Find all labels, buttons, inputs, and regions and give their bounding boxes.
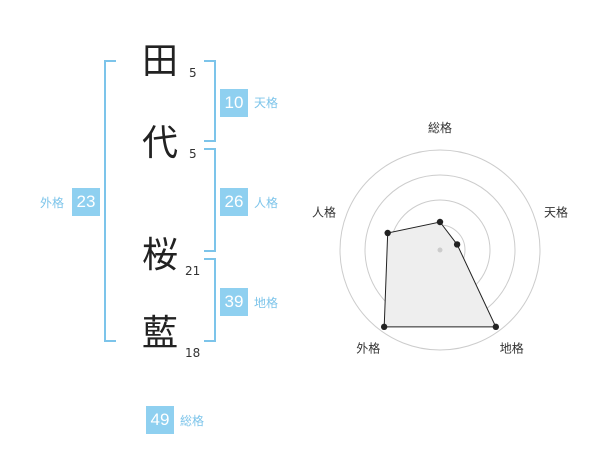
radar-axis-label-1: 天格 (544, 204, 568, 219)
radar-axis-label-3: 外格 (356, 341, 380, 356)
radar-point-0 (436, 218, 444, 226)
jinkaku-bracket (204, 148, 216, 252)
radar-axis-label-4: 人格 (312, 204, 336, 219)
kanji-4: 藍 (142, 313, 179, 354)
gaikaku-badge: 23 (72, 188, 100, 216)
soukaku-badge: 49 (146, 406, 174, 434)
soukaku-label: 総格 (180, 414, 205, 428)
stroke-count-1: 5 (189, 66, 197, 80)
chikaku-bracket (204, 258, 216, 342)
stroke-count-3: 21 (185, 264, 201, 278)
radar-polygon (383, 221, 497, 328)
jinkaku-badge: 26 (220, 188, 248, 216)
stroke-count-2: 5 (189, 147, 197, 161)
kanji-3: 桜 (142, 235, 179, 276)
kanji-1: 田 (142, 41, 179, 82)
radar-ring-4 (339, 149, 541, 351)
tenkaku-badge: 10 (220, 89, 248, 117)
gaikaku-bracket (104, 60, 116, 342)
chikaku-label: 地格 (254, 296, 279, 310)
kanji-2: 代 (142, 123, 179, 164)
tenkaku-bracket (204, 60, 216, 142)
gaikaku-label: 外格 (40, 196, 65, 210)
radar-axis-label-2: 地格 (500, 341, 524, 356)
chikaku-badge: 39 (220, 288, 248, 316)
stroke-count-4: 18 (185, 346, 201, 360)
radar-point-1 (453, 241, 461, 248)
radar-point-4 (384, 229, 391, 237)
radar-center-dot (437, 247, 443, 253)
radar-point-3 (380, 323, 388, 331)
radar-axis-label-0: 総格 (428, 120, 452, 135)
jinkaku-label: 人格 (254, 196, 279, 210)
radar-points (380, 218, 500, 331)
radar-point-2 (492, 323, 500, 331)
tenkaku-label: 天格 (254, 96, 279, 110)
